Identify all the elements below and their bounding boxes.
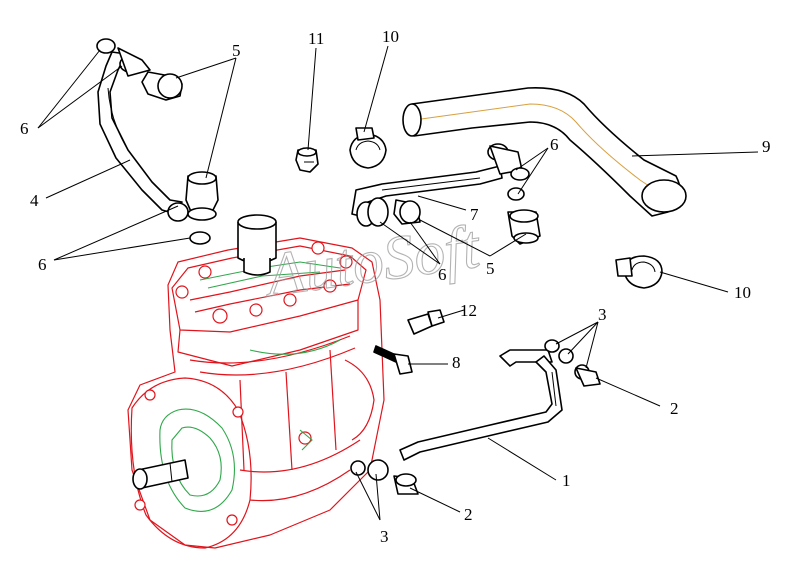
callout-6-right: 6 — [550, 135, 559, 154]
part-1-tube — [399, 349, 563, 461]
part-10-clamp-upper — [349, 127, 387, 169]
part-1-fittings-right — [544, 339, 601, 387]
callout-7: 7 — [470, 205, 479, 224]
part-7-fittings-left — [356, 197, 421, 227]
callout-6-lower-left: 6 — [38, 255, 47, 274]
compressor-cap — [237, 214, 277, 276]
part-7-eye-right — [487, 143, 530, 201]
watermark-text: AutoSoft — [259, 213, 486, 311]
callout-labels: 1 2 2 3 3 4 5 5 6 6 6 6 7 8 9 10 10 11 1… — [20, 27, 771, 546]
callout-8: 8 — [452, 353, 461, 372]
part-5-bolt-lower — [185, 171, 219, 221]
callout-5-upper: 5 — [232, 41, 241, 60]
callout-12: 12 — [460, 301, 477, 320]
callout-9: 9 — [762, 137, 771, 156]
compressor-shaft — [132, 459, 189, 490]
part-10-clamp-lower — [615, 255, 663, 289]
part-1-fittings-left — [350, 459, 419, 495]
part-8-key — [373, 345, 413, 375]
callout-2-left: 2 — [464, 505, 473, 524]
part-5-bolt-right — [507, 209, 541, 245]
callout-6-middle: 6 — [438, 265, 447, 284]
leader-lines — [37, 45, 759, 521]
compressor-housing — [127, 237, 385, 549]
callout-11: 11 — [308, 29, 324, 48]
callout-10-upper: 10 — [382, 27, 399, 46]
part-12-plug — [407, 309, 445, 335]
part-9-hose — [402, 87, 687, 217]
callout-3-left: 3 — [380, 527, 389, 546]
compressor-detail — [159, 261, 341, 512]
callout-5-right: 5 — [486, 259, 495, 278]
callout-4: 4 — [30, 191, 39, 210]
callout-3-right: 3 — [598, 305, 607, 324]
callout-10-right: 10 — [734, 283, 751, 302]
callout-6-upper-left: 6 — [20, 119, 29, 138]
part-11-fitting — [295, 147, 319, 173]
callout-2-right: 2 — [670, 399, 679, 418]
callout-1: 1 — [562, 471, 571, 490]
part-5-bolt-upper — [141, 71, 183, 101]
